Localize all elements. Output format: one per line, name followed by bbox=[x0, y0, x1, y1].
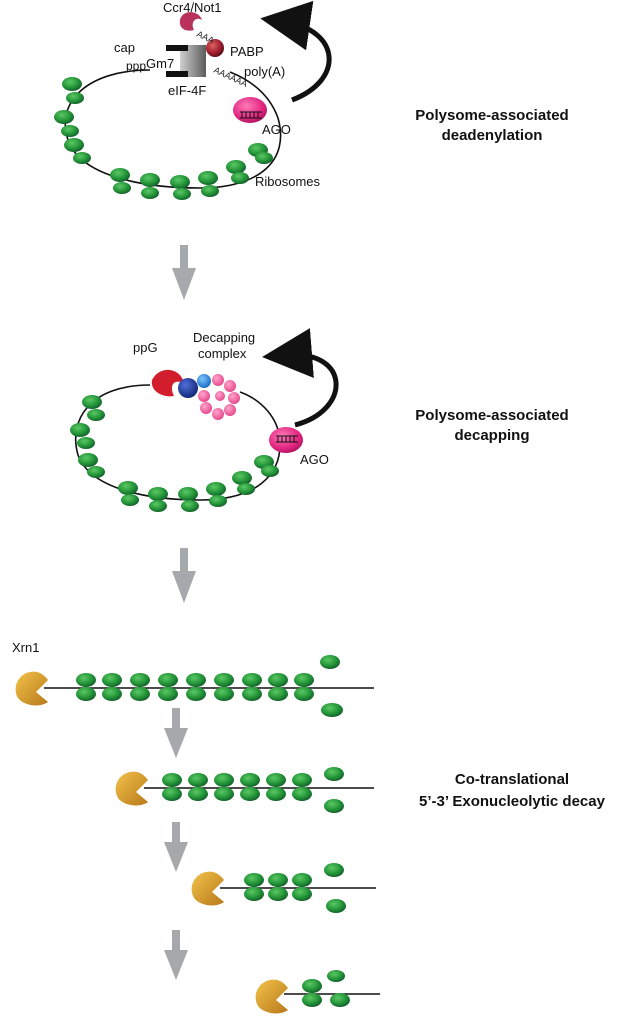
translation-arrow-2 bbox=[262, 328, 339, 428]
pabp-sphere bbox=[206, 39, 224, 57]
decapping-complex-shapes bbox=[151, 369, 240, 420]
ago-ladder-1 bbox=[240, 111, 262, 119]
stage1-title-line1: Polysome-associated bbox=[415, 107, 568, 124]
decay-row-2 bbox=[115, 767, 374, 813]
label-cap: cap bbox=[114, 40, 135, 55]
ribosome-group-1 bbox=[54, 77, 273, 200]
decay-row-3 bbox=[191, 863, 376, 913]
label-ppg: ppG bbox=[133, 340, 158, 355]
stage3-exonucleolytic-decay: Xrn1 bbox=[12, 640, 606, 1014]
step-arrow-4 bbox=[164, 822, 188, 872]
label-decapping-line1: Decapping bbox=[193, 330, 255, 345]
label-polya: poly(A) bbox=[244, 64, 285, 79]
stage2-decapping: ppG Decapping complex AGO Polysome-assoc… bbox=[70, 328, 569, 512]
stage1-deadenylation: Ccr4/Not1 AAA cap ppp Gm7 PABP poly(A) A… bbox=[54, 0, 569, 200]
label-xrn1: Xrn1 bbox=[12, 640, 39, 655]
label-cap-gm7: Gm7 bbox=[146, 56, 174, 71]
label-eif4f: eIF-4F bbox=[168, 83, 206, 98]
label-ago-1: AGO bbox=[262, 122, 291, 137]
step-arrow-3 bbox=[164, 708, 188, 758]
label-cap-ppp: ppp bbox=[126, 59, 146, 73]
ribosome-group-2 bbox=[70, 395, 279, 512]
stage2-title-line1: Polysome-associated bbox=[415, 407, 568, 424]
label-ribosomes: Ribosomes bbox=[255, 174, 321, 189]
translation-arrow-1 bbox=[260, 0, 332, 103]
stage3-title-line2: 5’-3’ Exonucleolytic decay bbox=[419, 793, 606, 810]
ago-protein-1 bbox=[233, 97, 267, 123]
ago-ladder-2 bbox=[276, 435, 298, 443]
decay-row-1 bbox=[15, 655, 374, 717]
stage1-title-line2: deadenylation bbox=[442, 127, 543, 144]
label-pabp: PABP bbox=[230, 44, 264, 59]
stage3-title-line1: Co-translational bbox=[455, 771, 569, 788]
decay-row-4 bbox=[255, 970, 380, 1014]
eif4f-complex bbox=[166, 45, 206, 77]
mrna-loop-2 bbox=[74, 384, 281, 501]
label-ago-2: AGO bbox=[300, 452, 329, 467]
ccr4-not1-shape bbox=[179, 12, 202, 31]
step-arrow-5 bbox=[164, 930, 188, 980]
stage2-title-line2: decapping bbox=[454, 427, 529, 444]
label-aaa-ccr4: AAA bbox=[195, 29, 216, 46]
label-ccr4-not1: Ccr4/Not1 bbox=[163, 0, 222, 15]
step-arrow-1 bbox=[172, 245, 196, 300]
step-arrow-2 bbox=[172, 548, 196, 603]
label-decapping-line2: complex bbox=[198, 346, 247, 361]
